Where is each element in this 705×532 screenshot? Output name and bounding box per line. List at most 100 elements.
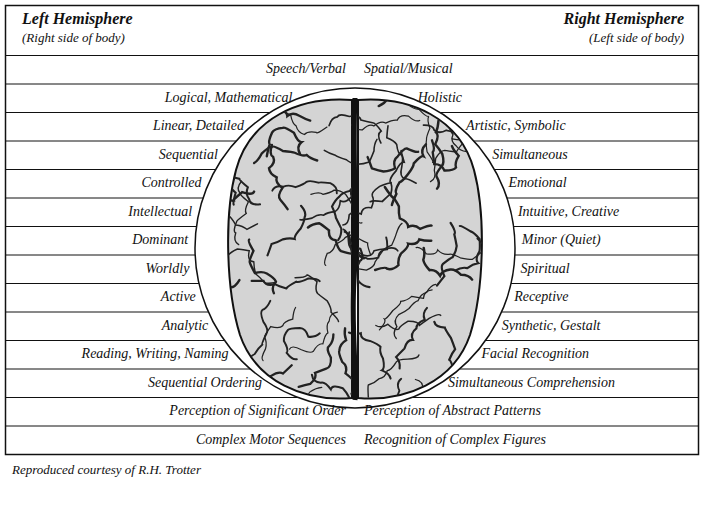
row-rule <box>515 255 698 256</box>
gyrus-stroke <box>368 355 419 397</box>
gyrus-stroke <box>437 223 457 286</box>
left-trait: Analytic <box>162 318 209 335</box>
gyrus-stroke <box>204 260 240 294</box>
hemisphere-heading: Right Hemisphere <box>564 9 684 28</box>
row-rule <box>6 369 250 370</box>
gyrus-stroke <box>244 108 311 120</box>
right-trait: Intuitive, Creative <box>518 204 619 221</box>
row-rule <box>6 340 224 341</box>
row-rule <box>6 397 298 398</box>
gyrus-stroke <box>299 334 334 387</box>
body-side-note: (Right side of body) <box>22 30 125 46</box>
gyrus-stroke <box>207 177 260 204</box>
gyrus-stroke <box>268 206 306 256</box>
gyrus-stroke <box>376 315 441 330</box>
row-rule <box>6 255 195 256</box>
gyrus-stroke <box>300 185 354 220</box>
row-rule <box>6 226 196 227</box>
gyrus-stroke <box>355 223 402 270</box>
gyrus-stroke <box>234 181 248 244</box>
right-trait: Receptive <box>514 289 568 306</box>
left-trait: Sequential Ordering <box>148 375 262 392</box>
row-rule <box>6 312 208 313</box>
gyrus-stroke <box>254 146 317 163</box>
left-trait: Reading, Writing, Naming <box>82 346 229 363</box>
row-rule <box>6 141 236 142</box>
gyrus-stroke <box>456 226 480 271</box>
gyrus-stroke <box>216 153 237 204</box>
gyrus-stroke <box>290 312 338 352</box>
gyrus-stroke <box>325 235 371 265</box>
gyrus-stroke <box>434 322 457 383</box>
right-trait: Artistic, Symbolic <box>466 118 566 135</box>
gyrus-stroke <box>312 375 373 402</box>
right-trait: Spatial/Musical <box>364 61 453 78</box>
hemisphere-heading: Left Hemisphere <box>22 9 133 28</box>
right-trait: Recognition of Complex Figures <box>364 432 546 449</box>
gyrus-stroke <box>435 121 443 189</box>
gyrus-stroke <box>431 134 473 182</box>
row-rule <box>6 426 698 427</box>
row-rule <box>6 283 199 284</box>
row-rule <box>502 312 698 313</box>
gyrus-stroke <box>324 139 377 164</box>
gyrus-stroke <box>262 308 296 361</box>
right-trait: Holistic <box>418 90 462 107</box>
row-rule <box>6 84 698 85</box>
gyrus-stroke <box>368 148 419 171</box>
gyrus-stroke <box>343 183 391 225</box>
gyrus-stroke <box>423 248 472 280</box>
row-rule <box>486 340 698 341</box>
left-trait: Active <box>161 289 196 306</box>
right-trait: Facial Recognition <box>481 346 589 363</box>
row-rule <box>474 141 698 142</box>
gyrus-stroke <box>375 239 431 270</box>
left-trait: Logical, Mathematical <box>165 90 293 107</box>
gyrus-stroke <box>392 144 426 205</box>
left-trait: Controlled <box>141 175 201 192</box>
gyrus-stroke <box>284 328 320 359</box>
left-trait: Complex Motor Sequences <box>196 432 346 449</box>
left-trait: Intellectual <box>128 204 192 221</box>
row-rule <box>440 112 698 113</box>
left-trait: Linear, Detailed <box>153 118 244 135</box>
left-trait: Dominant <box>132 232 188 249</box>
left-trait: Worldly <box>146 261 190 278</box>
row-rule <box>507 198 698 199</box>
left-trait: Speech/Verbal <box>266 61 346 78</box>
gyrus-stroke <box>270 105 327 135</box>
right-trait: Minor (Quiet) <box>522 232 601 249</box>
right-trait: Spiritual <box>521 261 570 278</box>
row-rule <box>6 198 203 199</box>
row-rule <box>6 55 698 56</box>
brain-circle <box>195 88 515 408</box>
gyrus-stroke <box>370 151 404 202</box>
row-rule <box>412 397 698 398</box>
gyrus-stroke <box>385 187 432 229</box>
row-rule <box>6 112 270 113</box>
table-border <box>6 6 699 455</box>
row-rule <box>6 169 216 170</box>
right-trait: Synthetic, Gestalt <box>502 318 601 335</box>
brain <box>188 97 539 454</box>
row-rule <box>460 369 698 370</box>
gyrus-stroke <box>352 116 420 130</box>
row-rule <box>514 226 698 227</box>
gyrus-stroke <box>295 275 338 322</box>
right-trait: Emotional <box>508 175 566 192</box>
gyrus-stroke <box>249 240 276 294</box>
right-trait: Simultaneous Comprehension <box>448 375 615 392</box>
row-rule <box>494 169 698 170</box>
row-rule <box>511 283 698 284</box>
left-trait: Sequential <box>159 147 218 164</box>
gyrus-stroke <box>408 104 433 162</box>
body-side-note: (Left side of body) <box>589 30 684 46</box>
right-trait: Perception of Abstract Patterns <box>364 403 541 420</box>
row-rules <box>6 56 698 427</box>
gyrus-stroke <box>416 247 482 259</box>
gyrus-stroke <box>269 145 288 209</box>
caption: Reproduced courtesy of R.H. Trotter <box>12 462 201 478</box>
right-trait: Simultaneous <box>492 147 567 164</box>
